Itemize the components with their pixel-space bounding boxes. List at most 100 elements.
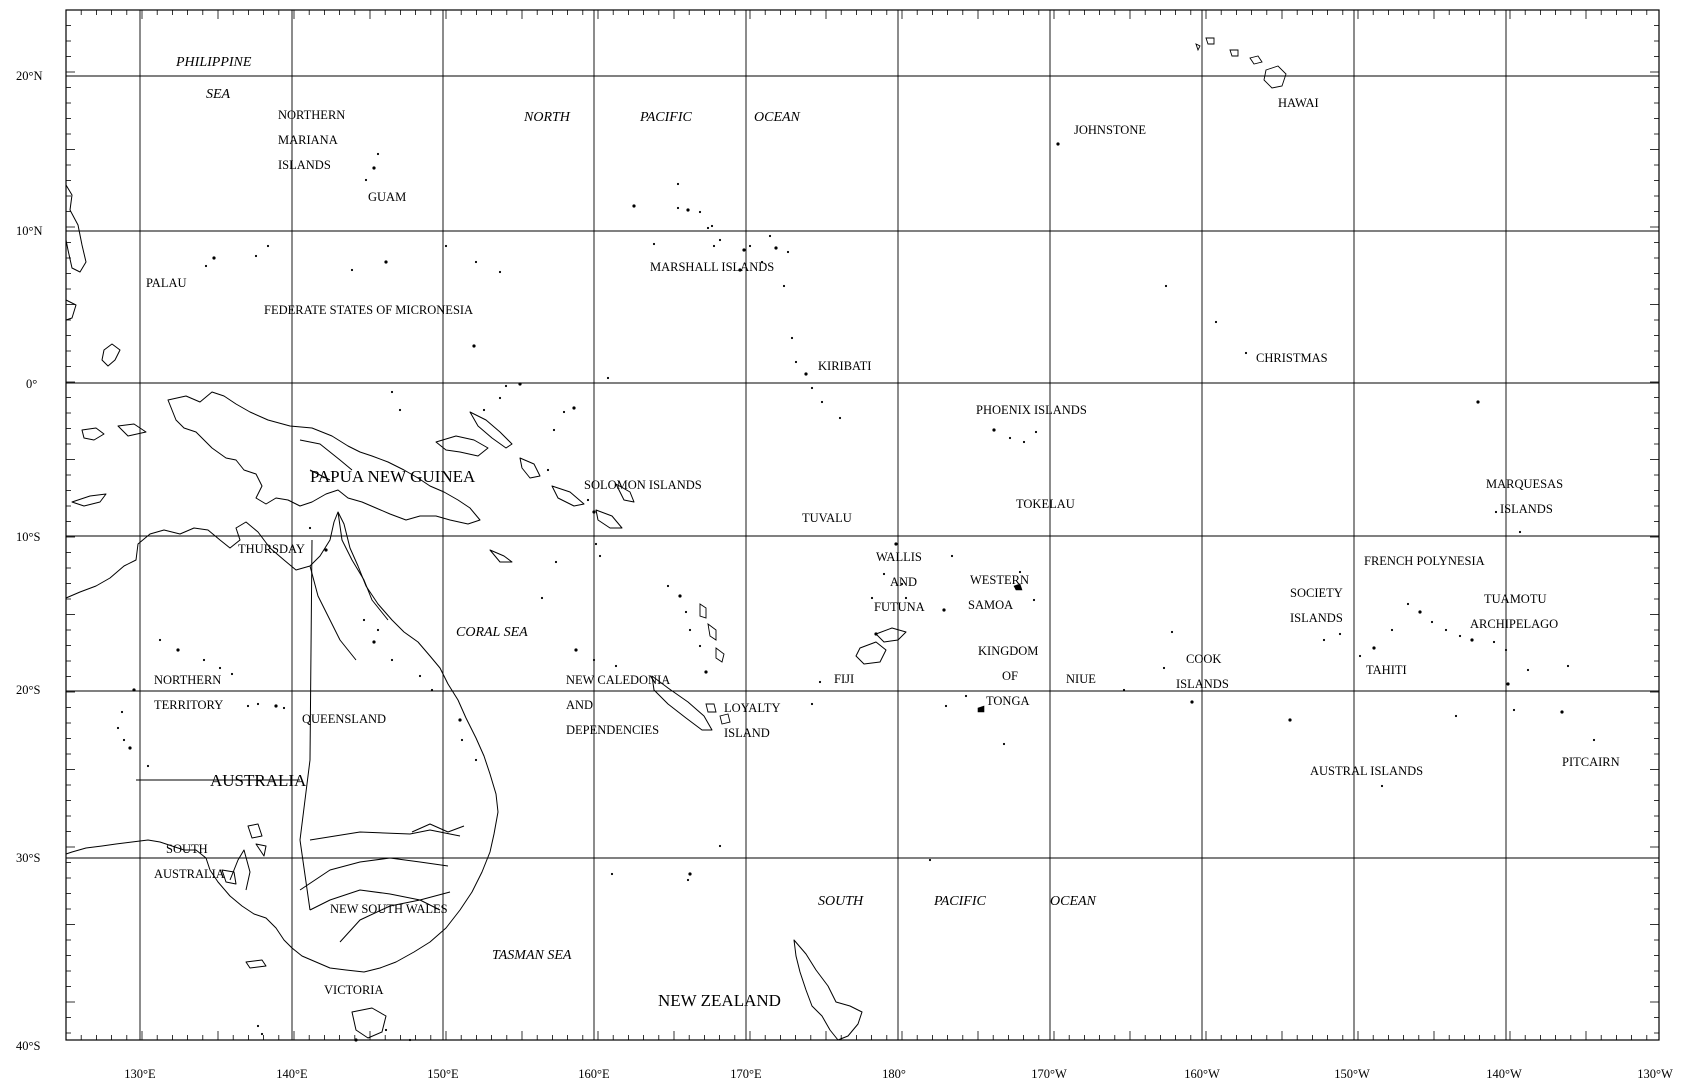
islet-dot (592, 658, 596, 662)
label-tahiti: TAHITI (1366, 663, 1407, 677)
islet-dot (376, 628, 380, 632)
vanuatu-1 (699, 603, 707, 619)
murray-river (299, 857, 449, 891)
carpentaria-river (309, 565, 357, 661)
samoa-isl (1013, 583, 1023, 591)
lon-label-150e: 150°E (427, 1067, 459, 1081)
islet-dot (904, 596, 908, 600)
islet-dot (1430, 620, 1434, 624)
islet-dot (274, 704, 278, 708)
islet-dot (554, 560, 558, 564)
islet-dot (364, 178, 368, 182)
label-australia: AUSTRALIA (210, 771, 307, 790)
land-features (65, 37, 1287, 1041)
label-palau: PALAU (146, 276, 187, 290)
loyalty-isl-1 (705, 703, 717, 713)
islet-dot (398, 408, 402, 412)
loyalty-isl-2 (719, 713, 731, 725)
frame-ticks (65, 9, 1659, 1040)
label-coral-sea: CORAL SEA (456, 625, 528, 640)
islet-dot (1018, 570, 1022, 574)
label-wallis-and: AND (890, 575, 917, 589)
lat-label-20n: 20°N (16, 69, 43, 83)
lat-label-30s: 30°S (16, 851, 40, 865)
label-of: OF (1002, 669, 1018, 683)
islet-dot (254, 254, 258, 258)
islet-dot (782, 284, 786, 288)
islet-dot (266, 244, 270, 248)
cape-york (337, 511, 389, 621)
kangaroo-island (245, 959, 267, 969)
label-marquesas: MARQUESAS (1486, 477, 1563, 491)
islet-dot (518, 382, 522, 386)
lon-label-150w: 150°W (1334, 1067, 1370, 1081)
islet-dot (652, 242, 656, 246)
islet-dot (1492, 640, 1496, 644)
islet-dot (688, 872, 692, 876)
label-niue: NIUE (1066, 672, 1096, 686)
new-guinea-coast (167, 391, 481, 525)
islet-dot (1288, 718, 1292, 722)
islet-dot (472, 344, 476, 348)
islet-dot (1470, 638, 1474, 642)
islet-dot (586, 498, 590, 502)
islet-dot (1056, 142, 1060, 146)
islet-dot (202, 658, 206, 662)
islet-dot (774, 246, 778, 250)
longitude-labels: 130°E 140°E 150°E 160°E 170°E 180° 170°W… (124, 1067, 1673, 1081)
islet-dot (256, 702, 260, 706)
islet-dot (572, 406, 576, 410)
label-kingdom: KINGDOM (978, 644, 1038, 658)
islet-dot (790, 336, 794, 340)
islet-dot (1170, 630, 1174, 634)
label-philippine-sea: PHILIPPINE (175, 55, 252, 70)
label-tokelau: TOKELAU (1016, 497, 1075, 511)
label-ocean-south: OCEAN (1050, 894, 1097, 909)
islet-dot (158, 638, 162, 642)
islet-dot (786, 250, 790, 254)
islet-dot (1190, 700, 1194, 704)
islet-dot (804, 372, 808, 376)
fiji-vanua-levu (875, 627, 907, 643)
label-christmas: CHRISTMAS (1256, 351, 1328, 365)
spencer-gulf (229, 849, 251, 891)
islet-dot (1122, 688, 1126, 692)
label-territory: TERRITORY (154, 698, 223, 712)
islet-dot (614, 664, 618, 668)
islet-dot (942, 608, 946, 612)
islet-dot (350, 268, 354, 272)
islet-dot (704, 670, 708, 674)
hawaii-oahu (1229, 49, 1239, 57)
label-philippine-sea-2: SEA (206, 87, 231, 102)
islet-dot (120, 710, 124, 714)
islet-dot (260, 1032, 264, 1036)
darling-river (339, 891, 451, 943)
label-fiji: FIJI (834, 672, 854, 686)
label-wallis: WALLIS (876, 550, 922, 564)
philippines-coast (65, 184, 87, 273)
label-society: SOCIETY (1290, 586, 1343, 600)
label-society-2: ISLANDS (1290, 611, 1343, 625)
islet-dot (944, 704, 948, 708)
islet-dot (676, 182, 680, 186)
islet-dot (1518, 530, 1522, 534)
seram (117, 423, 147, 437)
islet-dot (678, 594, 682, 598)
islet-dot (498, 270, 502, 274)
australia-coast (65, 511, 499, 973)
islet-dot (768, 234, 772, 238)
islet-dot (176, 648, 180, 652)
islet-dot (1526, 668, 1530, 672)
label-tuamotu: TUAMOTU (1484, 592, 1547, 606)
label-marquesas-2: ISLANDS (1500, 502, 1553, 516)
sa-lakes (221, 823, 267, 885)
islet-dot (742, 248, 746, 252)
islet-dot (122, 738, 126, 742)
islet-dot (1338, 632, 1342, 636)
islet-dot (372, 640, 376, 644)
islet-dot (686, 878, 690, 882)
tasmania (351, 1007, 387, 1039)
qld-nsw-boundary (309, 829, 461, 841)
islet-dot (218, 666, 222, 670)
lat-label-0: 0° (26, 377, 37, 391)
